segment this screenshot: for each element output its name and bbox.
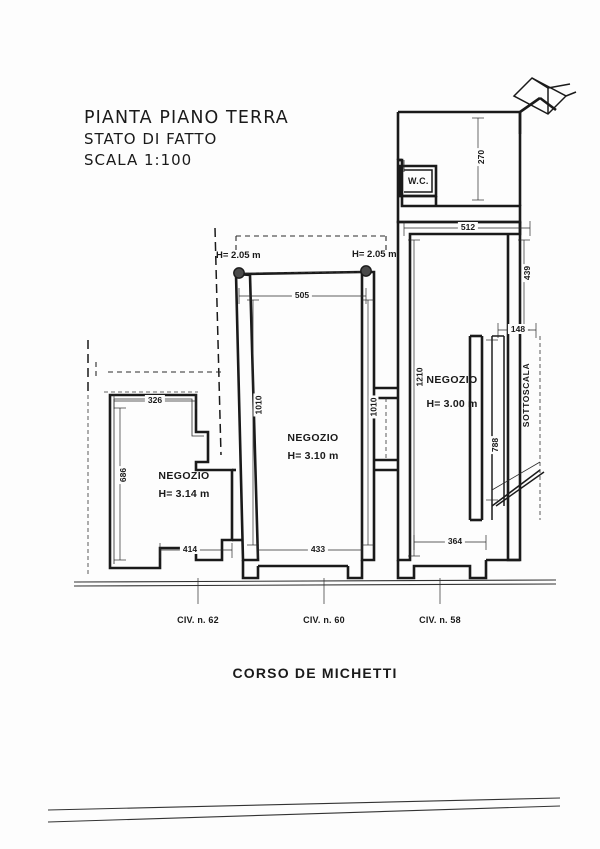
room-label-negozio-center: NEGOZIO — [287, 432, 339, 444]
room-label-negozio-left: NEGOZIO — [158, 470, 210, 482]
title-scale: SCALA 1:100 — [84, 151, 193, 169]
street-name-label: CORSO DE MICHETTI — [232, 665, 398, 681]
civic-number-62: CIV. n. 62 — [177, 615, 219, 625]
dimension-433: 433 — [307, 544, 329, 554]
dimension-148: 148 — [507, 324, 529, 334]
height-note-left: H= 2.05 m — [216, 250, 261, 261]
room-height-negozio-center: H= 3.10 m — [287, 450, 339, 462]
dimension-270: 270 — [476, 147, 487, 167]
dimension-414: 414 — [179, 544, 201, 554]
room-label-wc: W.C. — [408, 176, 429, 186]
room-height-negozio-right: H= 3.00 m — [426, 398, 478, 410]
dimension-512: 512 — [457, 222, 479, 232]
room-label-negozio-right: NEGOZIO — [426, 374, 478, 386]
page-title: PIANTA PIANO TERRA — [84, 108, 289, 128]
dimension-788: 788 — [490, 435, 501, 455]
civic-leader-lines — [197, 578, 441, 604]
dimension-lines — [113, 117, 537, 561]
street-edge-line — [73, 579, 557, 587]
dimension-1210: 1210 — [414, 365, 425, 389]
property-boundary-dashed — [87, 227, 387, 575]
room-height-negozio-left: H= 3.14 m — [158, 488, 210, 500]
civic-number-58: CIV. n. 58 — [419, 615, 461, 625]
bottom-road-lines — [47, 797, 561, 823]
dimension-1010-right: 1010 — [368, 395, 379, 419]
dimension-326: 326 — [144, 395, 166, 405]
dimension-439: 439 — [522, 263, 533, 283]
dimension-364: 364 — [444, 536, 466, 546]
dimension-686: 686 — [118, 465, 129, 485]
center-shop-walls — [233, 265, 376, 580]
dimension-1010-left: 1010 — [253, 393, 264, 417]
room-label-sottoscala: SOTTOSCALA — [521, 362, 532, 428]
dimension-505: 505 — [291, 290, 313, 300]
title-block: PIANTA PIANO TERRA STATO DI FATTO SCALA … — [84, 108, 289, 171]
height-note-right: H= 2.05 m — [352, 249, 397, 260]
right-building-walls — [396, 77, 577, 580]
interior-partitions — [374, 386, 398, 472]
left-center-link-wall — [232, 468, 243, 542]
title-subtitle: STATO DI FATTO — [84, 130, 218, 148]
civic-number-60: CIV. n. 60 — [303, 615, 345, 625]
